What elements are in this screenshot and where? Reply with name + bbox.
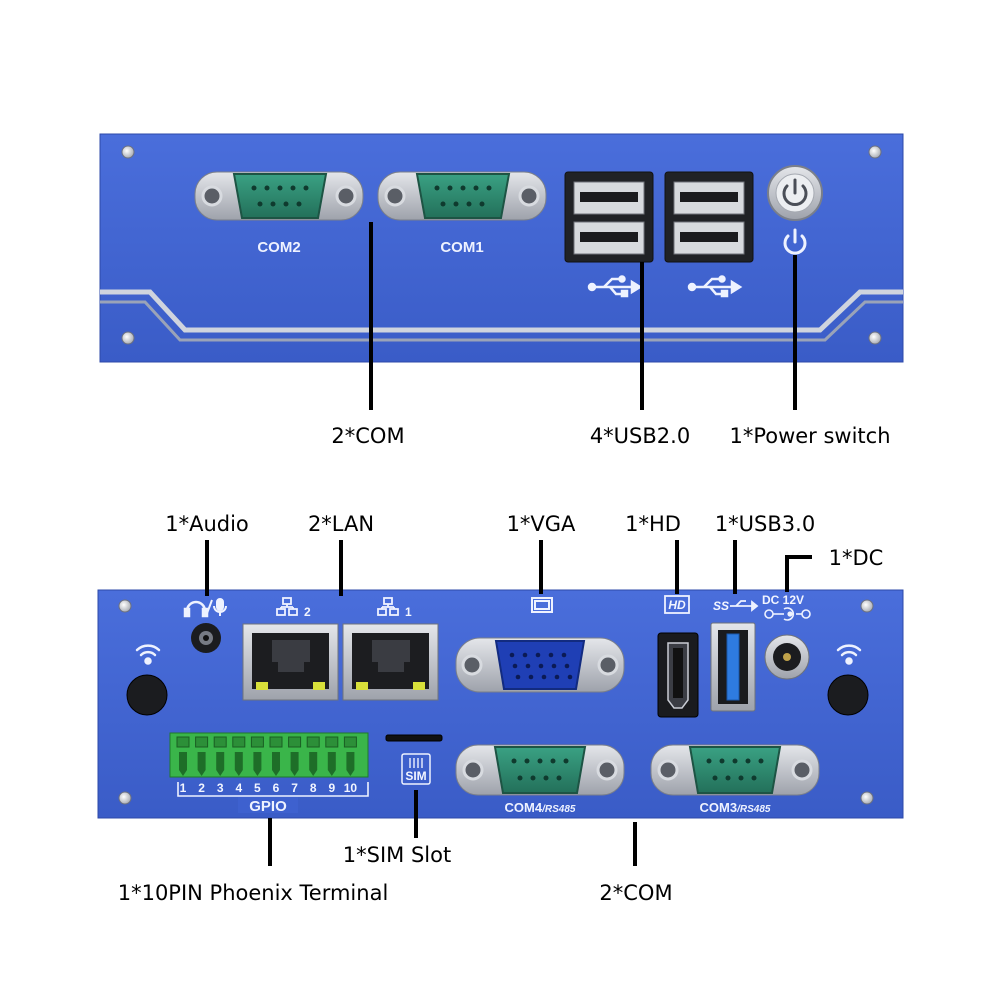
phoenix-terminal[interactable] <box>169 732 369 778</box>
usb3-mark: SS <box>713 599 729 613</box>
power-button[interactable] <box>767 165 823 221</box>
com4-label: COM4/RS485 <box>505 800 576 815</box>
screw-icon <box>860 599 874 613</box>
vga-port[interactable] <box>455 637 625 693</box>
gpio-pin-number: 9 <box>328 781 335 795</box>
terminal-pin[interactable] <box>306 736 320 776</box>
leader-line-dc <box>785 555 812 592</box>
lan-port-2[interactable] <box>242 623 339 701</box>
terminal-pin[interactable] <box>213 736 227 776</box>
com2-port[interactable] <box>194 171 364 221</box>
screw-icon <box>860 791 874 805</box>
gpio-pin-number: 1 <box>180 781 187 795</box>
terminal-pin[interactable] <box>343 736 357 776</box>
callout-lan: 2*LAN <box>308 512 374 536</box>
callout-dc: 1*DC <box>829 546 884 570</box>
gpio-label: GPIO <box>249 798 287 815</box>
callout-usb3: 1*USB3.0 <box>715 512 815 536</box>
com4-port[interactable] <box>455 744 625 796</box>
terminal-pin[interactable] <box>325 736 339 776</box>
terminal-pin[interactable] <box>195 736 209 776</box>
com1-port[interactable] <box>377 171 547 221</box>
usb2-stack-2[interactable] <box>664 171 754 263</box>
gpio-pin-number: 5 <box>254 781 261 795</box>
network-icon <box>276 597 298 616</box>
gpio-pin-number: 7 <box>291 781 298 795</box>
com3-label: COM3/RS485 <box>700 800 771 815</box>
gpio-pin-number: 8 <box>310 781 317 795</box>
callout-terminal: 1*10PIN Phoenix Terminal <box>118 881 389 905</box>
screw-icon <box>118 791 132 805</box>
dc-polarity-icon <box>764 607 811 621</box>
wifi-icon <box>135 644 161 665</box>
screw-icon <box>121 145 135 159</box>
callout-vga: 1*VGA <box>507 512 576 536</box>
wifi-antenna-right[interactable] <box>827 674 869 716</box>
sim-mark: SIM <box>405 769 426 783</box>
lan1-number: 1 <box>405 605 412 619</box>
panel-stripe <box>100 300 903 342</box>
screw-icon <box>868 145 882 159</box>
usb-icon <box>687 275 743 298</box>
hd-mark: HD <box>668 598 686 612</box>
top-panel: COM2 COM1 <box>99 133 904 363</box>
wifi-icon <box>836 644 862 665</box>
panel-stripe <box>100 289 903 333</box>
screw-icon <box>118 599 132 613</box>
callout-com-bottom: 2*COM <box>599 881 672 905</box>
wifi-antenna-left[interactable] <box>126 674 168 716</box>
screw-icon <box>868 331 882 345</box>
sim-icon: SIM <box>401 753 431 785</box>
gpio-bracket <box>177 782 369 797</box>
audio-jack[interactable] <box>191 623 221 653</box>
gpio-pin-number: 2 <box>198 781 205 795</box>
com3-port[interactable] <box>650 744 820 796</box>
com1-label: COM1 <box>440 239 483 256</box>
gpio-pin-number: 10 <box>344 781 358 795</box>
callout-sim: 1*SIM Slot <box>343 843 451 867</box>
gpio-pin-number: 6 <box>273 781 280 795</box>
callout-power: 1*Power switch <box>729 424 890 448</box>
dc-mark: DC 12V <box>762 593 804 607</box>
callout-com-top: 2*COM <box>331 424 404 448</box>
lan2-number: 2 <box>304 605 311 619</box>
terminal-pin[interactable] <box>176 736 190 776</box>
usb3-port[interactable] <box>710 622 756 712</box>
power-icon <box>783 228 807 255</box>
lan-port-1[interactable] <box>342 623 439 701</box>
gpio-label-bg <box>238 797 298 813</box>
usb-icon <box>587 275 643 298</box>
bottom-panel: 2 1 <box>97 589 904 819</box>
terminal-pin[interactable] <box>269 736 283 776</box>
microphone-icon <box>213 598 227 616</box>
callout-audio: 1*Audio <box>165 512 249 536</box>
dc-jack[interactable] <box>764 634 810 680</box>
gpio-pin-number: 4 <box>235 781 242 795</box>
com2-label: COM2 <box>257 239 300 256</box>
terminal-pin[interactable] <box>232 736 246 776</box>
callout-hd: 1*HD <box>625 512 681 536</box>
usb-icon: SS <box>713 599 759 613</box>
divider-slash <box>205 599 213 617</box>
screw-icon <box>121 331 135 345</box>
hd-icon: HD <box>664 595 690 614</box>
monitor-icon <box>531 597 553 613</box>
callout-usb2: 4*USB2.0 <box>590 424 690 448</box>
hdmi-port[interactable] <box>657 632 699 718</box>
usb2-stack-1[interactable] <box>564 171 654 263</box>
terminal-pin[interactable] <box>250 736 264 776</box>
gpio-pin-number: 3 <box>217 781 224 795</box>
terminal-pin[interactable] <box>288 736 302 776</box>
network-icon <box>377 597 399 616</box>
power-icon <box>782 178 808 206</box>
sim-slot[interactable] <box>385 734 443 742</box>
